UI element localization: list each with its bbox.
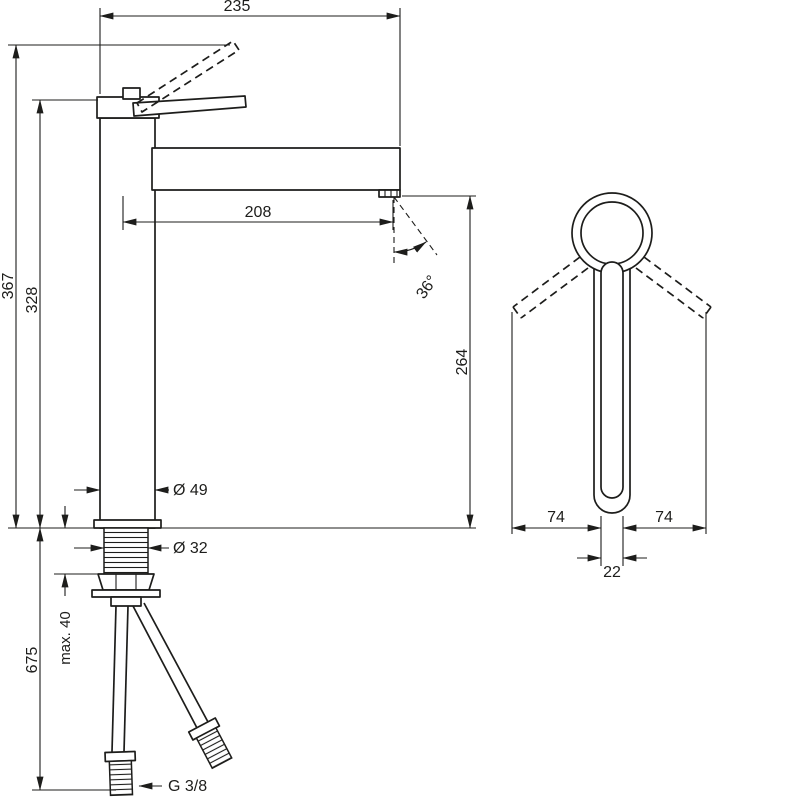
dim-spout-height-label: 264: [454, 349, 471, 376]
dim-mounting-thickness: max. 40: [54, 506, 100, 665]
dim-body-diameter-label: Ø 49: [173, 482, 208, 499]
washer: [91, 589, 161, 598]
dim-handle-swing: 74 74: [511, 312, 707, 566]
hose-connector-left: [104, 750, 137, 797]
dim-handle-width-label: 22: [603, 564, 621, 581]
dim-spray-angle-label: 36°: [413, 273, 441, 303]
base-flange: [93, 519, 162, 529]
dim-spout-height: 264: [161, 195, 476, 529]
handle-front: [512, 192, 712, 514]
dim-handle-swing-left-label: 74: [547, 509, 565, 526]
mounting-hardware: [91, 527, 161, 607]
dim-hose-length-label: 675: [24, 647, 41, 674]
handle-swing-left-outline: [512, 256, 589, 319]
dim-body-height-label: 328: [24, 287, 41, 314]
dim-connection-thread-label: G 3/8: [168, 778, 207, 795]
dim-overall-width-label: 235: [224, 0, 251, 15]
hose-fitting: [110, 596, 142, 607]
dim-connection-thread: G 3/8: [138, 778, 207, 795]
handle-lever: [132, 95, 247, 117]
threaded-shank: [103, 527, 149, 575]
dim-hose-length: 675: [24, 527, 116, 791]
supply-hoses: [104, 602, 233, 797]
dim-overall-height: 367: [0, 44, 230, 529]
faucet-body: [93, 40, 401, 529]
front-view: 74 74 22: [511, 192, 712, 581]
dim-spout-reach-label: 208: [245, 204, 272, 221]
dim-mounting-thickness-label: max. 40: [57, 611, 74, 664]
dim-spout-reach: 208: [122, 196, 394, 230]
dim-overall-width: 235: [99, 0, 401, 146]
handle-lever-front: [600, 261, 624, 499]
handle-cap-outer-circle: [571, 192, 653, 274]
dim-shank-diameter-label: Ø 32: [173, 540, 208, 557]
dim-shank-diameter: Ø 32: [74, 540, 208, 557]
aerator: [378, 189, 401, 198]
dim-handle-swing-right-label: 74: [655, 509, 673, 526]
spout: [151, 147, 401, 191]
dim-body-diameter: Ø 49: [74, 482, 208, 499]
dim-body-height: 328: [24, 99, 98, 529]
handle-pivot: [122, 87, 141, 100]
dim-overall-height-label: 367: [0, 273, 17, 300]
body-column: [99, 117, 156, 529]
dim-handle-width: 22: [577, 554, 647, 581]
side-view: 235 367 328 208 264: [0, 0, 476, 797]
hose-connector-right: [187, 717, 233, 770]
dim-spray-angle: 36°: [393, 196, 441, 303]
mounting-nut: [97, 573, 155, 591]
handle-swing-right-outline: [635, 256, 712, 319]
